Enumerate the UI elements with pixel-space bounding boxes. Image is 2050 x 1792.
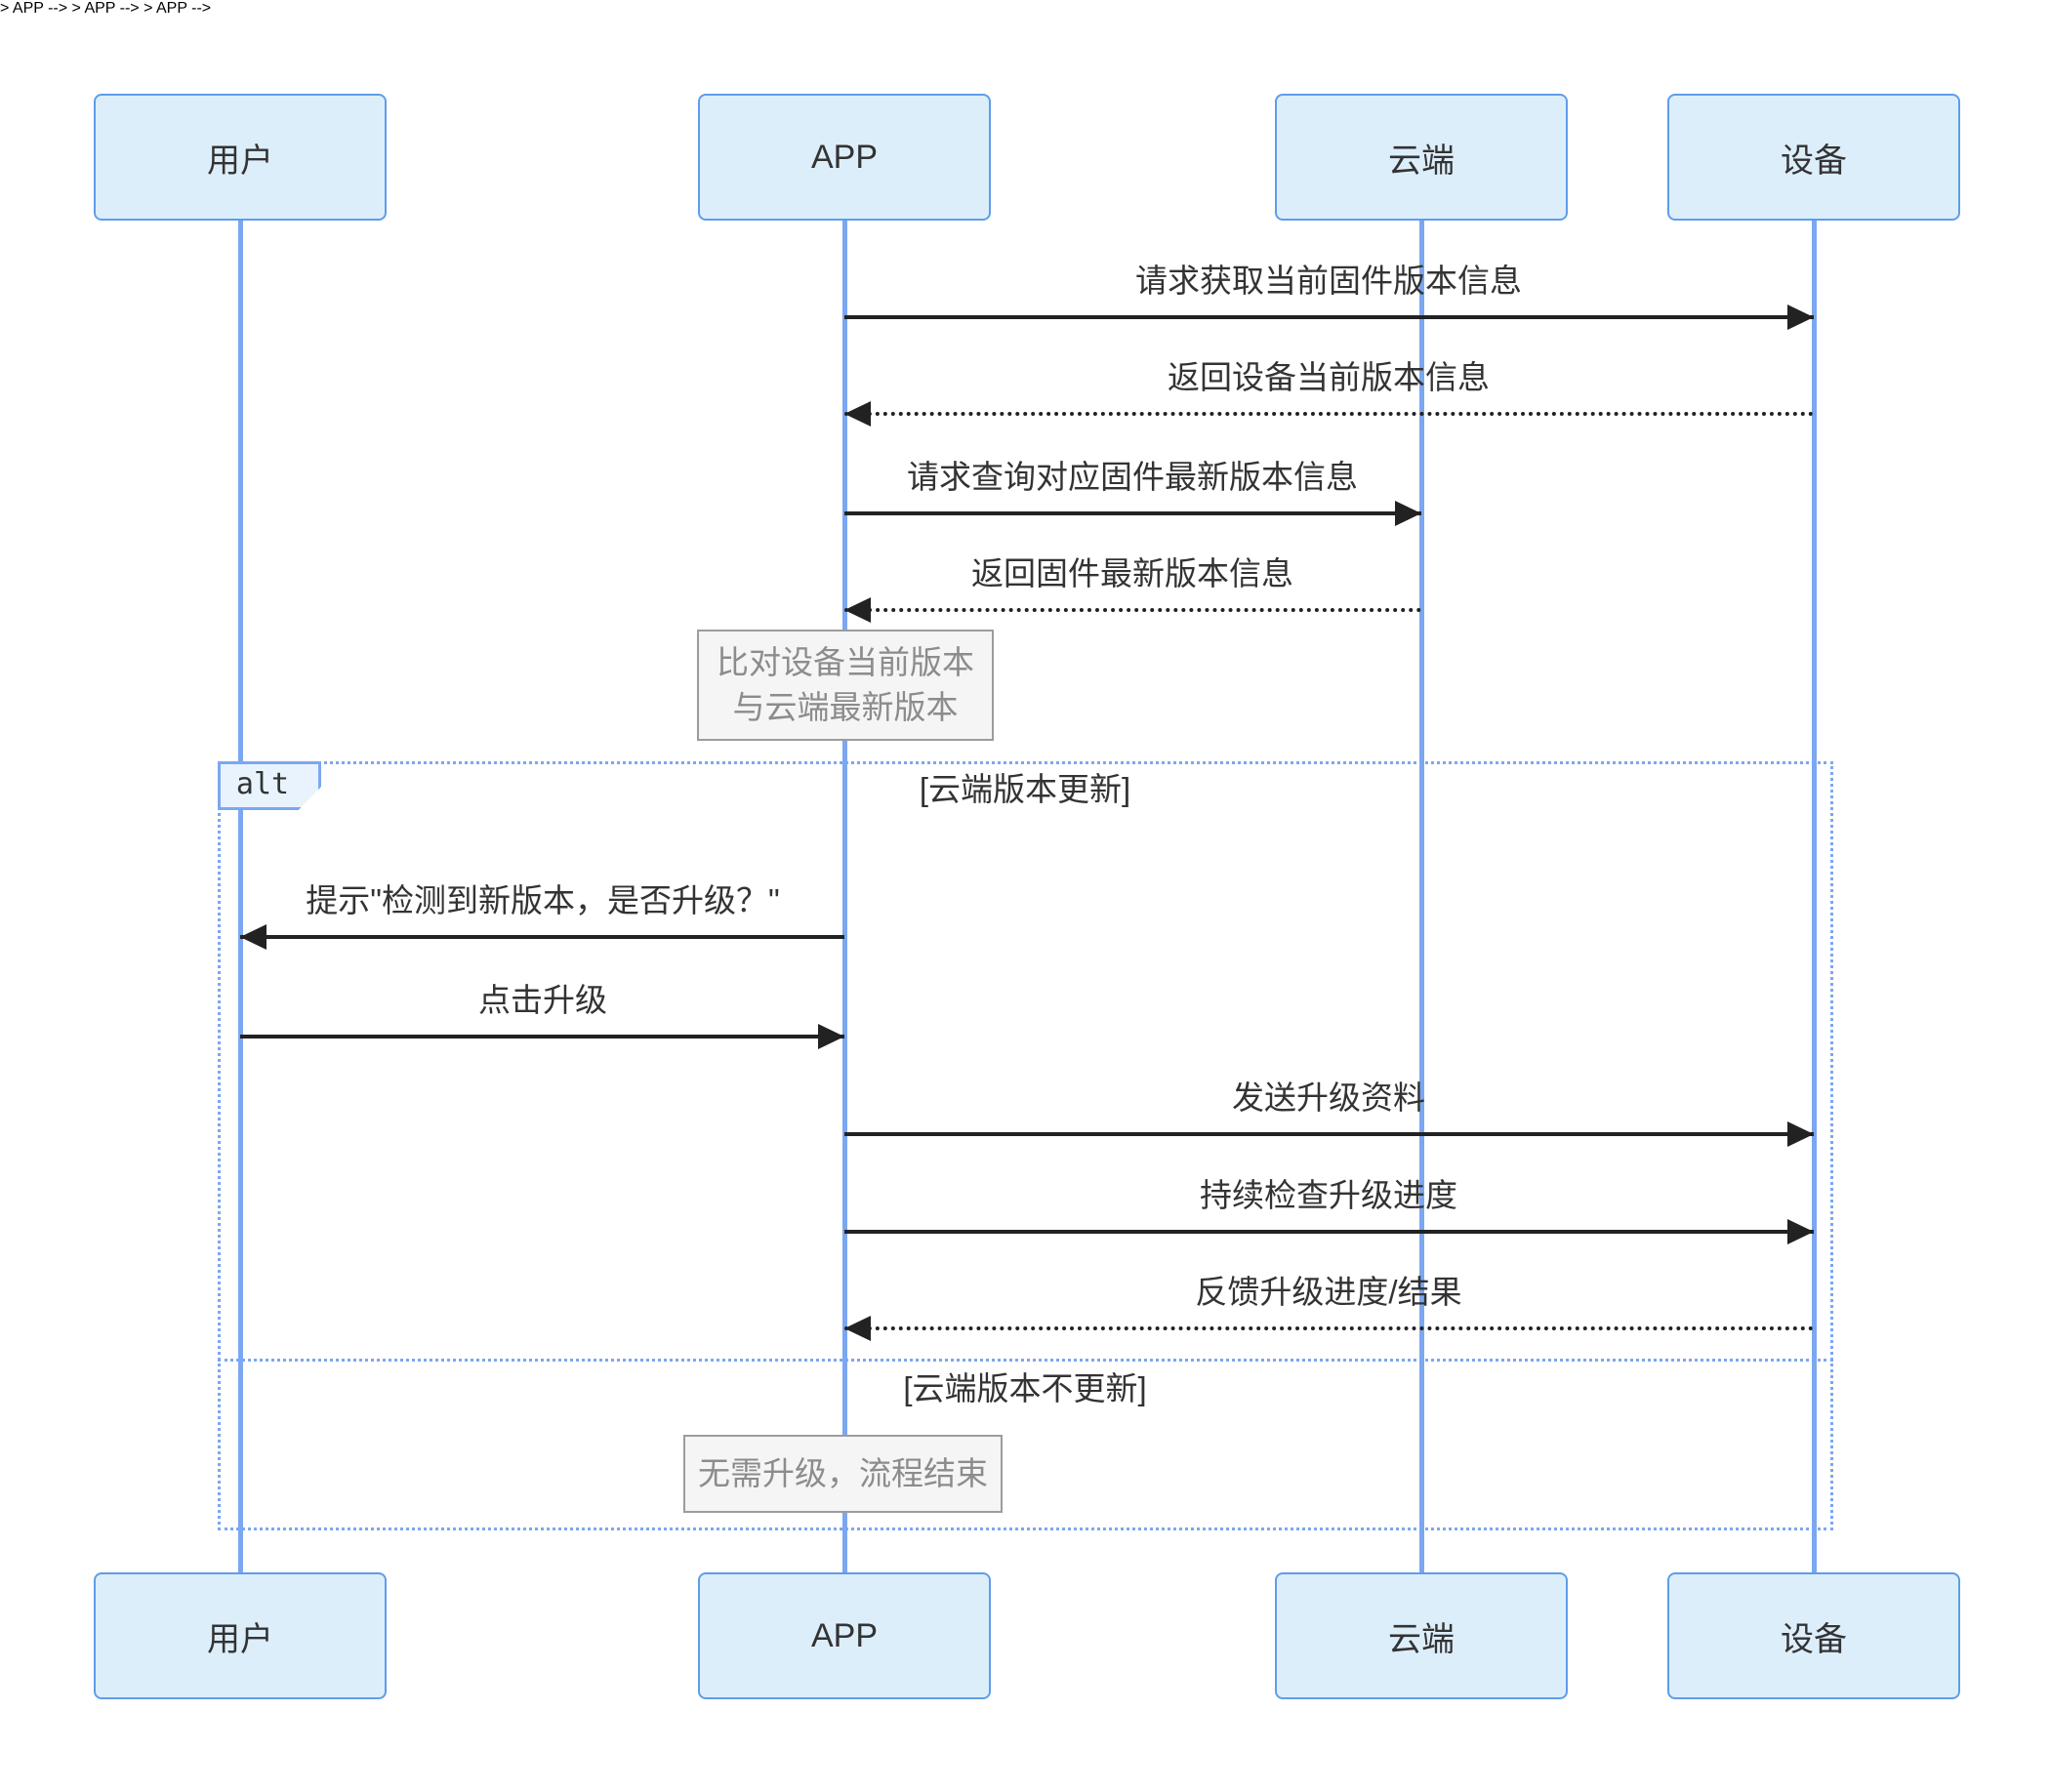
participant-label: 设备: [1781, 1620, 1847, 1658]
arrow-line: [844, 608, 1421, 612]
participant-label: 设备: [1781, 142, 1847, 180]
arrow-line: [844, 1326, 1814, 1330]
arrowhead-right-icon: [1787, 1121, 1814, 1147]
participant-user-bottom: 用户: [94, 1572, 387, 1699]
message-label: 反馈升级进度/结果: [1195, 1274, 1462, 1310]
message-label: 点击升级: [478, 982, 607, 1018]
alt-frame: [218, 761, 1833, 1530]
message-return-current-version: [844, 399, 1814, 428]
message-query-latest-version: [844, 499, 1421, 528]
message-feedback-progress: [844, 1314, 1814, 1343]
alt-else-divider: [218, 1359, 1833, 1362]
message-check-progress: [844, 1217, 1814, 1246]
participant-cloud-top: 云端: [1275, 94, 1568, 221]
message-label: 提示"检测到新版本，是否升级？": [306, 882, 780, 918]
alt-condition-updated: [云端版本更新]: [919, 771, 1131, 807]
participant-app-bottom: APP: [698, 1572, 991, 1699]
arrow-line: [844, 412, 1814, 416]
lifeline-app: [842, 221, 847, 1572]
participant-label: 用户: [207, 142, 273, 180]
participant-label: 云端: [1388, 1620, 1455, 1658]
arrow-line: [240, 1035, 844, 1039]
message-send-upgrade-data: [844, 1120, 1814, 1149]
message-click-upgrade: [240, 1022, 844, 1051]
note-line: 比对设备当前版本: [717, 644, 974, 680]
alt-tab-label: alt: [218, 761, 321, 810]
message-label: 请求获取当前固件版本信息: [1135, 263, 1522, 299]
participant-label: 云端: [1388, 142, 1455, 180]
arrow-line: [844, 511, 1421, 515]
participant-device-top: 设备: [1667, 94, 1960, 221]
participant-label: APP: [810, 1616, 879, 1654]
arrow-line: [844, 315, 1814, 319]
message-label: 返回固件最新版本信息: [971, 555, 1293, 591]
message-label: 返回设备当前版本信息: [1168, 359, 1490, 395]
message-return-latest-version: [844, 595, 1421, 625]
arrowhead-left-icon: [844, 401, 871, 427]
alt-condition-not-updated: [云端版本不更新]: [903, 1370, 1147, 1406]
note-line: 与云端最新版本: [732, 689, 959, 725]
arrowhead-right-icon: [1395, 501, 1421, 526]
participant-cloud-bottom: 云端: [1275, 1572, 1568, 1699]
participant-label: APP: [810, 138, 879, 176]
participant-device-bottom: 设备: [1667, 1572, 1960, 1699]
lifeline-device: [1812, 221, 1817, 1572]
participant-label: 用户: [207, 1620, 273, 1658]
arrow-line: [844, 1132, 1814, 1136]
message-prompt-upgrade: [240, 922, 844, 952]
note-compare-versions: 比对设备当前版本 与云端最新版本: [697, 630, 994, 741]
message-label: 发送升级资料: [1232, 1079, 1425, 1116]
arrowhead-left-icon: [844, 597, 871, 623]
arrowhead-right-icon: [1787, 305, 1814, 330]
arrowhead-right-icon: [818, 1024, 844, 1049]
message-label: 请求查询对应固件最新版本信息: [907, 459, 1358, 495]
arrowhead-left-icon: [844, 1316, 871, 1341]
arrowhead-left-icon: [240, 924, 266, 950]
lifeline-user: [238, 221, 243, 1572]
arrowhead-right-icon: [1787, 1219, 1814, 1244]
participant-user-top: 用户: [94, 94, 387, 221]
note-no-upgrade-needed: 无需升级，流程结束: [683, 1435, 1003, 1513]
arrow-line: [844, 1230, 1814, 1234]
note-line: 无需升级，流程结束: [698, 1455, 988, 1491]
arrow-line: [240, 935, 844, 939]
message-request-current-firmware: [844, 303, 1814, 332]
participant-app-top: APP: [698, 94, 991, 221]
lifeline-cloud: [1419, 221, 1424, 1572]
message-label: 持续检查升级进度: [1200, 1177, 1457, 1213]
